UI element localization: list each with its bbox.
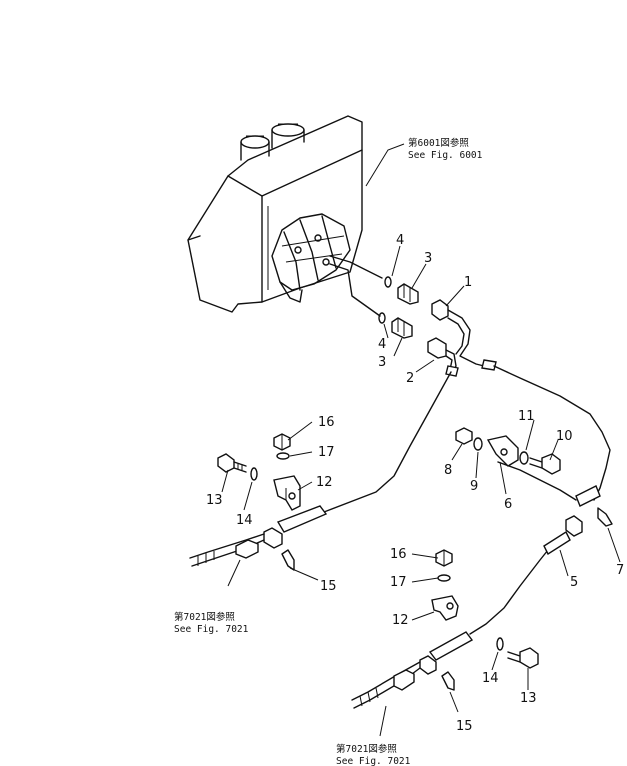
washer-11 (519, 451, 529, 465)
callout-17-upper: 17 (318, 445, 335, 460)
ref-7021-upper-jp: 第7021図参照 (174, 611, 235, 623)
nut-16-lower (435, 549, 453, 567)
callout-4-lower: 4 (378, 337, 386, 352)
callout-11: 11 (518, 409, 535, 424)
ref-7021-lower-jp: 第7021図参照 (336, 743, 397, 755)
callout-16-upper: 16 (318, 415, 335, 430)
callout-17-lower: 17 (390, 575, 407, 590)
bolt-13-upper (217, 453, 247, 473)
fitting-3-upper (384, 276, 419, 305)
nut-8 (455, 427, 473, 445)
callout-12-lower: 12 (392, 613, 409, 628)
clamp-15-upper (281, 549, 295, 571)
fitting-3-lower (378, 312, 413, 339)
washer-17-lower (437, 574, 451, 582)
callout-15-lower: 15 (456, 719, 473, 734)
ref-6001-en: See Fig. 6001 (408, 150, 483, 161)
callout-14-lower: 14 (482, 671, 499, 686)
callout-5: 5 (570, 575, 578, 590)
callout-3-lower: 3 (378, 355, 386, 370)
tube-5 (543, 485, 601, 556)
callout-1: 1 (464, 275, 472, 290)
control-valve (271, 213, 383, 317)
bracket-12-upper (273, 475, 301, 511)
hydraulic-lines (323, 365, 611, 635)
ref-6001-jp: 第6001図参照 (408, 137, 469, 149)
washer-17-upper (276, 452, 290, 460)
ref-7021-lower-en: See Fig. 7021 (336, 756, 411, 766)
callout-9: 9 (470, 479, 478, 494)
callout-13-upper: 13 (206, 493, 223, 508)
washer-14-lower (496, 637, 504, 651)
hose-upper (189, 505, 328, 567)
callout-8: 8 (444, 463, 452, 478)
callout-16-lower: 16 (390, 547, 407, 562)
callout-15-upper: 15 (320, 579, 337, 594)
bracket-12-lower (431, 595, 459, 621)
bracket-6 (486, 435, 519, 467)
callout-7: 7 (616, 563, 624, 578)
bolt-13-lower (507, 647, 539, 669)
washer-9 (473, 437, 483, 451)
bolt-10 (529, 453, 561, 475)
washer-14-upper (250, 467, 258, 481)
tube-1 (431, 299, 497, 371)
clamp-7 (597, 507, 613, 527)
clamp-15-lower (441, 671, 455, 691)
nut-16-upper (273, 433, 291, 451)
callout-3-upper: 3 (424, 251, 432, 266)
callout-13-lower: 13 (520, 691, 537, 706)
callout-4-upper: 4 (396, 233, 404, 248)
callout-2: 2 (406, 371, 414, 386)
callout-14-upper: 14 (236, 513, 253, 528)
callout-12-upper: 12 (316, 475, 333, 490)
callout-6: 6 (504, 497, 512, 512)
leader-lines (221, 143, 621, 737)
tube-2 (427, 337, 459, 377)
tank-housing (187, 115, 363, 313)
ref-7021-upper-en: See Fig. 7021 (174, 624, 249, 635)
hose-lower (351, 631, 474, 709)
callout-10: 10 (556, 429, 573, 444)
